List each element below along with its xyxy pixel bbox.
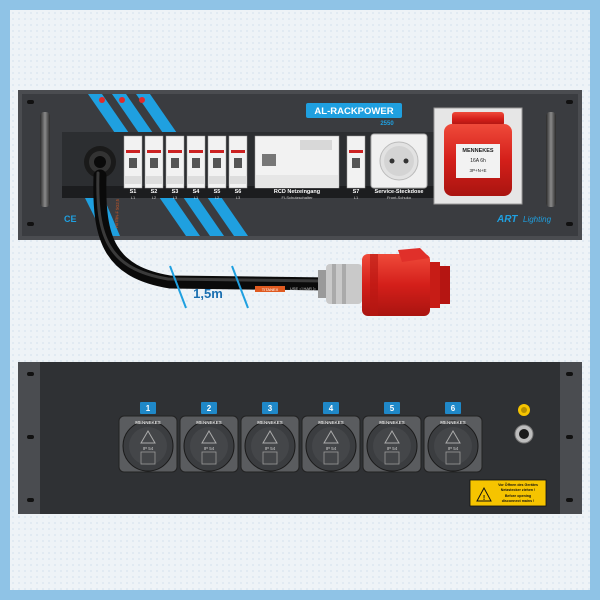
breaker-label: S1 bbox=[130, 189, 137, 195]
breaker-phase: L1 bbox=[131, 195, 136, 200]
service-socket[interactable] bbox=[370, 133, 428, 189]
breaker-s7-phase: L1 bbox=[354, 195, 359, 200]
cable-marking-3: USE ◁ HAR ▷ bbox=[290, 286, 317, 291]
breaker-label: S4 bbox=[193, 189, 201, 195]
cee-inlet-socket[interactable] bbox=[433, 107, 523, 205]
breaker-s7-label: S7 bbox=[353, 189, 360, 195]
breaker-s6[interactable] bbox=[228, 135, 248, 189]
hazard-icon bbox=[384, 430, 400, 444]
warning-line2: Netzstecker ziehen ! bbox=[501, 488, 536, 492]
socket-brand: MENNEKES bbox=[318, 420, 344, 425]
hazard-icon bbox=[323, 430, 339, 444]
brand-block: AL-RACKPOWER 2550 bbox=[306, 103, 402, 127]
cable-marking-vertical: H07RN-F 5G2,5 bbox=[114, 198, 120, 228]
front-right-handle[interactable] bbox=[546, 112, 556, 207]
breaker-s5[interactable] bbox=[207, 135, 227, 189]
breaker-label: S6 bbox=[235, 189, 242, 195]
breaker-phase: L3 bbox=[236, 195, 241, 200]
rcd-sublabel: FI-Schutzschalter bbox=[281, 195, 313, 200]
brand-title: AL-RACKPOWER bbox=[314, 106, 393, 117]
ground-icon bbox=[445, 451, 461, 465]
cee-spec: 3P+N+E bbox=[469, 168, 486, 173]
cee-brand: MENNEKES bbox=[462, 148, 494, 154]
socket-ip-rating: IP 54 bbox=[326, 446, 337, 451]
ground-icon bbox=[384, 451, 400, 465]
warning-line1: Vor Öffnen des Gerätes bbox=[498, 482, 538, 487]
breaker-label: S2 bbox=[151, 189, 158, 195]
socket-brand: MENNEKES bbox=[196, 420, 222, 425]
svg-text:!: ! bbox=[483, 495, 485, 502]
ground-icon bbox=[140, 451, 156, 465]
reset-button[interactable] bbox=[514, 424, 534, 444]
power-indicator bbox=[518, 404, 530, 416]
cable-gland bbox=[84, 146, 116, 178]
socket-number: 5 bbox=[390, 404, 395, 413]
socket-number: 4 bbox=[329, 404, 334, 413]
hazard-icon bbox=[140, 430, 156, 444]
breaker-s3[interactable] bbox=[165, 135, 185, 189]
breaker-s1[interactable] bbox=[123, 135, 143, 189]
art-lighting-logo: ART Lighting bbox=[496, 214, 552, 225]
cable-marking: TITANEX bbox=[262, 287, 279, 292]
breaker-label: S5 bbox=[214, 189, 221, 195]
breaker-phase: L2 bbox=[215, 195, 220, 200]
socket-number: 2 bbox=[207, 404, 212, 413]
warning-line4: disconnect mains ! bbox=[502, 499, 535, 503]
socket-number: 1 bbox=[146, 404, 151, 413]
rcd-breaker[interactable] bbox=[254, 135, 340, 189]
socket-brand: MENNEKES bbox=[440, 420, 466, 425]
rcd-label: RCD Netzeingang bbox=[274, 189, 320, 195]
logo-art: ART bbox=[496, 214, 518, 225]
breaker-s2[interactable] bbox=[144, 135, 164, 189]
cee-rating: 16A 6h bbox=[470, 158, 486, 164]
socket-ip-rating: IP 54 bbox=[387, 446, 398, 451]
front-left-handle[interactable] bbox=[40, 112, 50, 207]
socket-brand: MENNEKES bbox=[379, 420, 405, 425]
socket-6[interactable] bbox=[423, 402, 483, 473]
breaker-phase: L2 bbox=[152, 195, 157, 200]
hazard-icon bbox=[201, 430, 217, 444]
socket-ip-rating: IP 54 bbox=[204, 446, 215, 451]
hazard-icon bbox=[262, 430, 278, 444]
breaker-s4[interactable] bbox=[186, 135, 206, 189]
power-cable bbox=[93, 169, 337, 309]
breaker-phase: L3 bbox=[173, 195, 178, 200]
socket-ip-rating: IP 54 bbox=[265, 446, 276, 451]
cee-plug bbox=[318, 248, 450, 316]
logo-lighting: Lighting bbox=[523, 215, 552, 224]
ground-icon bbox=[201, 451, 217, 465]
brand-subtitle: 2550 bbox=[380, 121, 394, 127]
breaker-phase: L1 bbox=[194, 195, 199, 200]
warning-line3: Before opening bbox=[505, 494, 531, 498]
socket-5[interactable] bbox=[362, 402, 422, 473]
socket-1[interactable] bbox=[118, 402, 178, 473]
ground-icon bbox=[323, 451, 339, 465]
socket-4[interactable] bbox=[301, 402, 361, 473]
hazard-icon bbox=[445, 430, 461, 444]
socket-number: 3 bbox=[268, 404, 273, 413]
socket-ip-rating: IP 54 bbox=[143, 446, 154, 451]
service-socket-label: Service-Steckdose bbox=[375, 189, 424, 195]
warning-sticker: ! bbox=[469, 479, 547, 507]
breaker-label: S3 bbox=[172, 189, 179, 195]
socket-brand: MENNEKES bbox=[135, 420, 161, 425]
socket-3[interactable] bbox=[240, 402, 300, 473]
cable-length-label: 1,5m bbox=[193, 286, 223, 301]
ce-mark: CE bbox=[64, 214, 77, 224]
socket-number: 6 bbox=[451, 404, 456, 413]
socket-ip-rating: IP 54 bbox=[448, 446, 459, 451]
service-socket-sublabel: Front-Schuko bbox=[387, 195, 412, 200]
socket-brand: MENNEKES bbox=[257, 420, 283, 425]
socket-2[interactable] bbox=[179, 402, 239, 473]
breaker-s7[interactable] bbox=[346, 135, 366, 189]
ground-icon bbox=[262, 451, 278, 465]
